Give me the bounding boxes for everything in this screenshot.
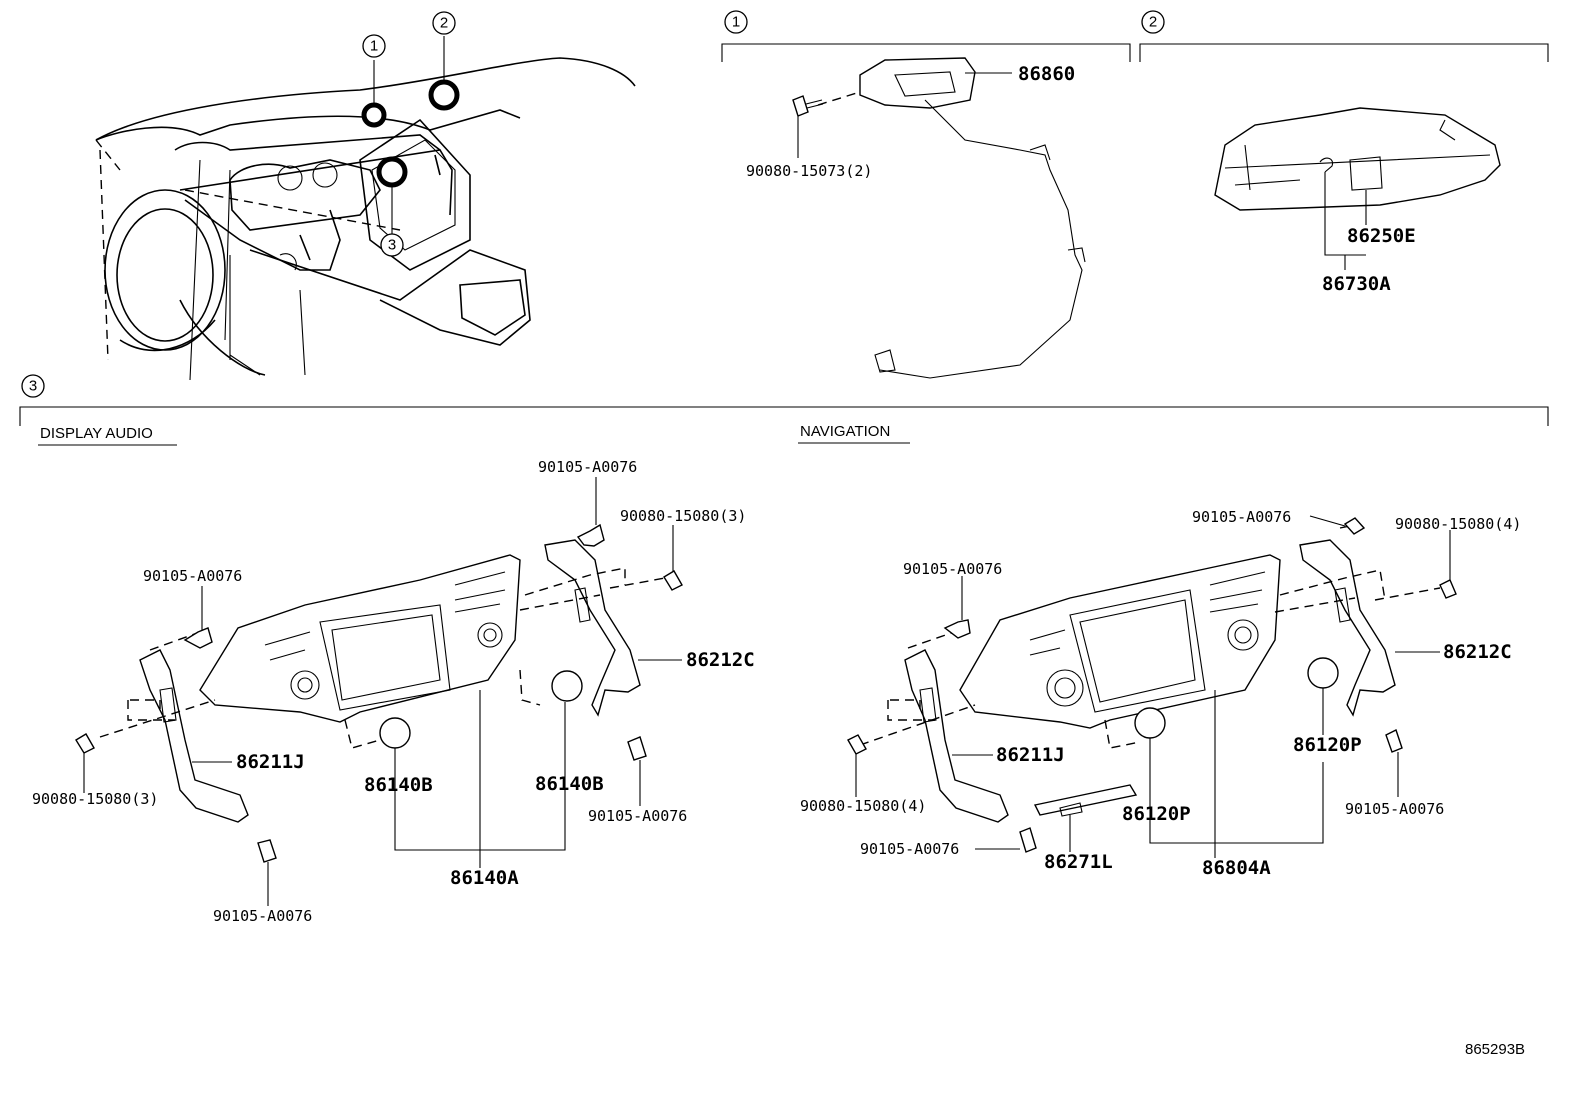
- overhead-console-illustration: [1214, 107, 1501, 270]
- label-da-86140B-left: 86140B: [364, 774, 433, 796]
- label-da-screw-left: 90080-15080(3): [32, 790, 158, 808]
- label-da-bolt-bottom: 90105-A0076: [213, 907, 312, 925]
- label-nav-86804A: 86804A: [1202, 857, 1271, 879]
- label-nav-screw-left: 90080-15080(4): [800, 797, 926, 815]
- label-da-bolt-left: 90105-A0076: [143, 567, 242, 585]
- svg-text:1: 1: [732, 14, 740, 31]
- label-86860: 86860: [1018, 63, 1075, 85]
- callout-2-detail: 2: [1141, 10, 1165, 34]
- svg-text:3: 3: [29, 378, 37, 395]
- figure-reference-number: 865293B: [1465, 1041, 1525, 1058]
- part-86860-illustration: [792, 57, 1086, 379]
- detail-1-bracket: [721, 43, 1131, 62]
- label-nav-86212C: 86212C: [1443, 641, 1512, 663]
- detail-2-bracket: [1139, 43, 1549, 62]
- label-nav-86271L: 86271L: [1044, 851, 1113, 873]
- callout-1-overview: 1: [362, 34, 386, 58]
- label-da-86211J: 86211J: [236, 751, 305, 773]
- label-86250E: 86250E: [1347, 225, 1416, 247]
- section-display-audio: DISPLAY AUDIO: [40, 425, 153, 442]
- location-marker-1: [361, 102, 387, 128]
- location-marker-2: [428, 79, 460, 111]
- label-da-86140B-right: 86140B: [535, 773, 604, 795]
- label-da-bolt-top: 90105-A0076: [538, 458, 637, 476]
- display-audio-unit-illustration: [75, 477, 683, 906]
- section-navigation: NAVIGATION: [800, 423, 890, 440]
- svg-text:1: 1: [370, 38, 378, 55]
- label-da-bolt-right: 90105-A0076: [588, 807, 687, 825]
- svg-text:3: 3: [388, 237, 396, 254]
- label-nav-86211J: 86211J: [996, 744, 1065, 766]
- label-90080-15073: 90080-15073(2): [746, 162, 872, 180]
- callout-2-overview: 2: [432, 11, 456, 35]
- detail-3-bracket: [19, 406, 1549, 426]
- location-marker-3: [376, 156, 408, 188]
- dashboard-overview-illustration: [95, 36, 636, 381]
- label-nav-bolt-top: 90105-A0076: [1192, 508, 1291, 526]
- callout-1-detail: 1: [724, 10, 748, 34]
- label-nav-bolt-right: 90105-A0076: [1345, 800, 1444, 818]
- label-da-86212C: 86212C: [686, 649, 755, 671]
- label-86730A: 86730A: [1322, 273, 1391, 295]
- label-nav-bolt-bottom: 90105-A0076: [860, 840, 959, 858]
- svg-text:2: 2: [440, 15, 448, 32]
- callout-3-overview: 3: [380, 233, 404, 257]
- label-nav-86120P-right: 86120P: [1293, 734, 1362, 756]
- label-da-86140A: 86140A: [450, 867, 519, 889]
- callout-3-detail: 3: [21, 374, 45, 398]
- navigation-unit-illustration: [847, 515, 1457, 858]
- label-nav-bolt-left: 90105-A0076: [903, 560, 1002, 578]
- svg-text:2: 2: [1149, 14, 1157, 31]
- label-nav-screw-top: 90080-15080(4): [1395, 515, 1521, 533]
- label-da-screw-top: 90080-15080(3): [620, 507, 746, 525]
- label-nav-86120P-left: 86120P: [1122, 803, 1191, 825]
